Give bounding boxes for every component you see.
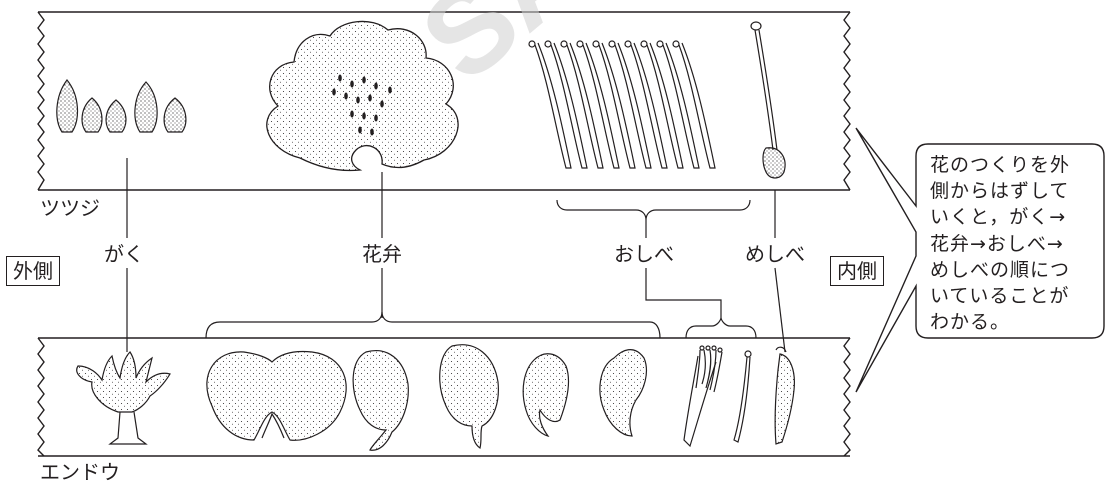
part-label-sepal: がく <box>104 242 144 266</box>
note-line: 花弁→おしべ→ <box>930 231 1096 257</box>
note-line: わかる。 <box>930 309 1096 335</box>
top-pistil <box>751 22 785 178</box>
note-line: めしべの順につ <box>930 257 1096 283</box>
part-label-pistil: めしべ <box>745 242 805 266</box>
note-line: 花のつくりを外 <box>930 152 1096 178</box>
bottom-petals <box>207 345 647 451</box>
part-label-stamen: おしべ <box>614 242 674 266</box>
part-label-petal: 花弁 <box>362 242 402 266</box>
species-label-endou: エンドウ <box>40 460 120 484</box>
note-line: いくと，がく→ <box>930 204 1096 230</box>
top-stamens <box>529 41 715 168</box>
species-label-tsutsuji: ツツジ <box>40 196 100 220</box>
note-line: いていることが <box>930 283 1096 309</box>
bottom-calyx <box>77 352 170 444</box>
outer-side-label: 外側 <box>6 256 60 286</box>
connector-lines <box>127 158 785 352</box>
bottom-stamens <box>684 346 751 446</box>
note-line: 側からはずして <box>930 178 1096 204</box>
top-sepals <box>57 80 186 132</box>
inner-side-label: 内側 <box>830 256 884 286</box>
callout-note: 花のつくりを外 側からはずして いくと，がく→ 花弁→おしべ→ めしべの順につ … <box>930 152 1096 335</box>
bottom-pistil <box>775 347 794 444</box>
